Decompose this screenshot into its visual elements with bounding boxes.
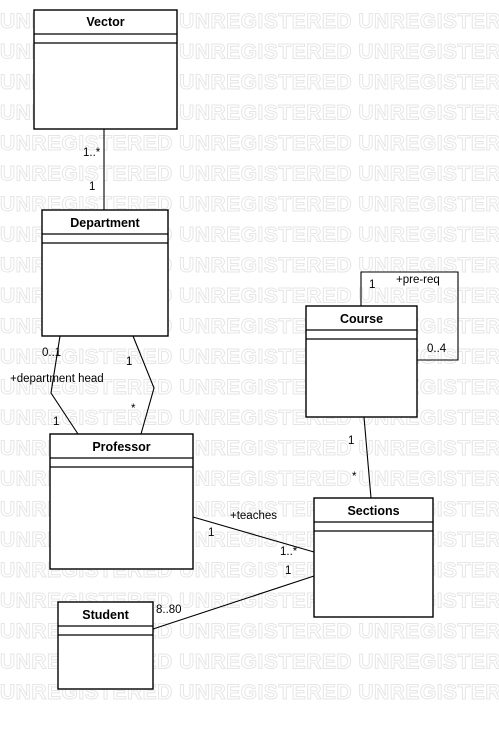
multiplicity-label: 1..*: [280, 546, 298, 558]
class-department[interactable]: Department: [41, 209, 169, 337]
class-vector[interactable]: Vector: [33, 9, 178, 130]
multiplicity-label: 1: [126, 356, 132, 368]
multiplicity-label: 0..1: [42, 347, 61, 359]
multiplicity-label: 1: [89, 181, 95, 193]
pre-req-loop-line[interactable]: [360, 271, 459, 361]
role-label: +pre-req: [396, 274, 440, 286]
class-name: Course: [340, 312, 383, 326]
multiplicity-label: 1: [208, 527, 214, 539]
association-lines: [50, 129, 459, 630]
multiplicity-label: 0..4: [427, 343, 447, 355]
multiplicity-label: 1..*: [83, 147, 101, 159]
student-sections-line[interactable]: [152, 575, 315, 630]
watermark-text: UNREGISTERED UNREGISTERED UNREGISTERED: [0, 132, 499, 155]
department-head-line[interactable]: [50, 335, 79, 435]
multiplicity-label: *: [352, 471, 357, 483]
multiplicity-label: *: [131, 403, 136, 415]
multiplicity-label: 1: [348, 435, 354, 447]
watermark-text: UNREGISTERED UNREGISTERED UNREGISTERED: [0, 163, 499, 186]
multiplicity-label: 1: [53, 416, 59, 428]
multiplicity-label: 1: [285, 565, 291, 577]
class-name: Sections: [347, 504, 399, 518]
class-sections[interactable]: Sections: [313, 497, 434, 618]
multiplicity-label: 1: [369, 279, 375, 291]
class-course[interactable]: Course: [305, 305, 418, 418]
class-name: Department: [70, 216, 140, 230]
department-professor-line[interactable]: [132, 335, 155, 435]
teaches-line[interactable]: [192, 516, 315, 553]
class-professor[interactable]: Professor: [49, 433, 194, 570]
role-label: +department head: [10, 373, 104, 385]
course-sections-line[interactable]: [363, 416, 372, 499]
class-name: Professor: [92, 440, 150, 454]
association-labels: 1..* 1 0..1 +department head 1 1 * +teac…: [10, 147, 447, 616]
class-name: Vector: [86, 15, 124, 29]
class-student[interactable]: Student: [57, 601, 154, 690]
watermark-text: UNREGISTERED UNREGISTERED UNREGISTERED: [0, 346, 499, 369]
class-name: Student: [82, 608, 129, 622]
watermark-text: UNREGISTERED UNREGISTERED UNREGISTERED: [0, 407, 499, 430]
multiplicity-label: 8..80: [156, 604, 182, 616]
role-label: +teaches: [230, 510, 277, 522]
